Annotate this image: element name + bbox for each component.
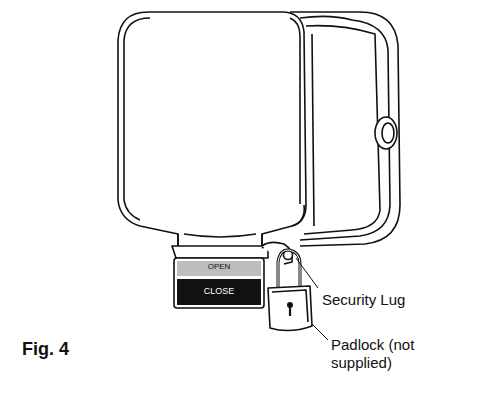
latch-close-text: CLOSE bbox=[204, 286, 235, 297]
figure-caption: Fig. 4 bbox=[22, 339, 69, 361]
part-label: Security Lug bbox=[322, 291, 405, 309]
part-label: Padlock (not supplied) bbox=[331, 336, 443, 372]
latch-open-text: OPEN bbox=[208, 262, 231, 272]
